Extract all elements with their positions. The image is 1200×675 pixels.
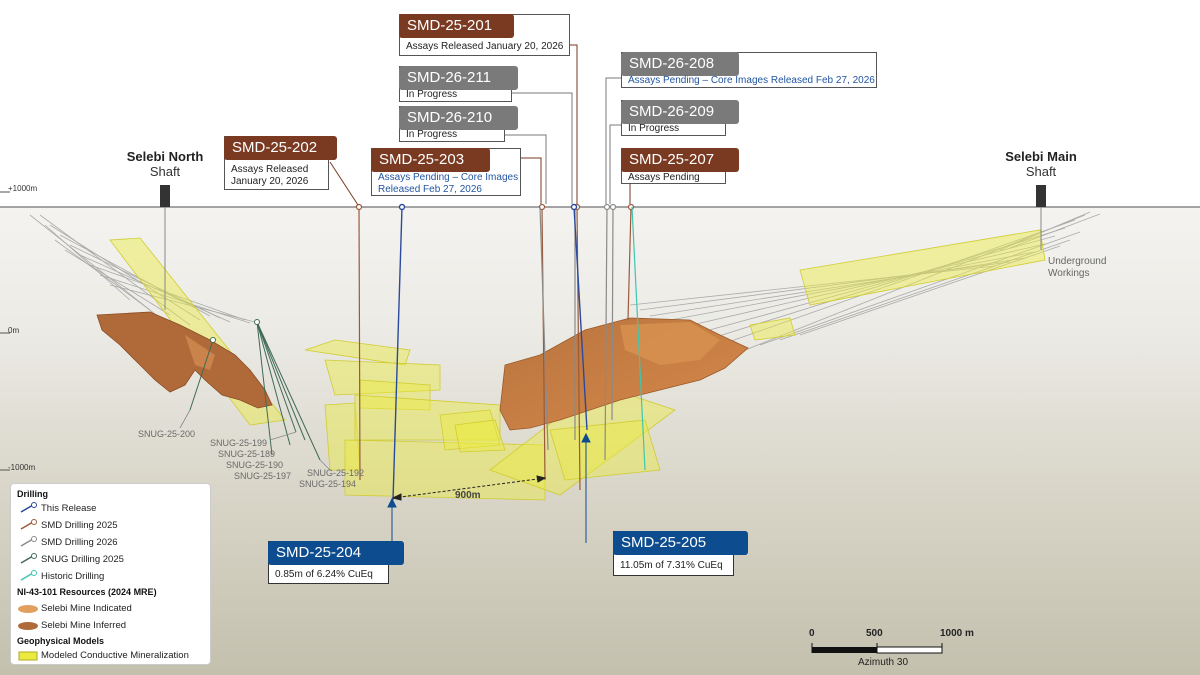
callout-smd-26-211: SMD-26-211 In Progress [399, 66, 518, 102]
selebi-main-subtitle: Shaft [1025, 164, 1057, 179]
elevation-top-label: +1000m [8, 184, 38, 193]
snug-label-192: SNUG-25-192 [307, 468, 365, 478]
callout-title: SMD-25-202 [224, 136, 337, 160]
legend-this-release: This Release [41, 503, 97, 514]
scale-bar-graphic [811, 643, 943, 654]
scale-label-500: 500 [866, 628, 883, 639]
legend-conductive-icon [18, 651, 38, 661]
scale-label-1000: 1000 m [940, 628, 974, 639]
callout-status: 11.05m of 7.31% CuEq [620, 560, 723, 571]
legend-resources-header: NI-43-101 Resources (2024 MRE) [17, 587, 157, 597]
underground-workings-north [29, 214, 256, 331]
legend-drilling-header: Drilling [17, 489, 48, 499]
legend: Drilling This Release SMD Drilling 2025 … [10, 483, 211, 665]
callout-title: SMD-26-211 [399, 66, 518, 90]
callout-status-line1: Assays Pending – Core Images [378, 172, 519, 183]
drillhole-smd-25-203 [538, 203, 546, 481]
callout-smd-25-207: SMD-25-207 Assays Pending [621, 148, 739, 184]
drillhole-historic [631, 206, 646, 471]
callout-smd-26-208: SMD-26-208 Assays Pending – Core Images … [621, 52, 877, 88]
legend-geo-header: Geophysical Models [17, 636, 105, 646]
callout-title: SMD-25-204 [268, 541, 404, 565]
callout-smd-25-204: SMD-25-204 0.85m of 6.24% CuEq [268, 541, 404, 584]
callout-status: Assays Pending [628, 172, 700, 183]
snug-label-199: SNUG-25-199 [210, 438, 268, 448]
drillhole-smd-26-209 [609, 203, 617, 421]
azimuth-label: Azimuth 30 [858, 657, 909, 668]
elevation-bottom-label: -1000m [8, 463, 36, 472]
distance-label: 900m [455, 490, 481, 501]
callout-status-line2: January 20, 2026 [231, 176, 309, 187]
selebi-north-subtitle: Shaft [149, 164, 181, 179]
callout-title: SMD-26-208 [621, 52, 739, 76]
legend-smd-2025: SMD Drilling 2025 [41, 520, 118, 531]
underground-workings-label: Underground Workings [1048, 256, 1107, 279]
snug-label-190: SNUG-25-190 [226, 460, 284, 470]
selebi-main-shaft-icon [1036, 185, 1046, 250]
legend-smd-2026-icon [20, 536, 37, 547]
drillhole-smd-25-204 [392, 203, 406, 501]
distance-900m-indicator [391, 475, 547, 501]
legend-snug-2025: SNUG Drilling 2025 [41, 554, 124, 565]
callout-status: In Progress [406, 89, 458, 100]
drillhole-smd-26-210 [539, 206, 549, 451]
callout-status: Assays Pending – Core Images Released Fe… [628, 75, 875, 86]
snug-label-200: SNUG-25-200 [138, 429, 196, 439]
legend-indicated-icon [18, 605, 38, 613]
callout-smd-25-205: SMD-25-205 11.05m of 7.31% CuEq [613, 531, 748, 576]
scale-label-0: 0 [809, 628, 815, 639]
legend-smd-2025-icon [20, 519, 37, 530]
selebi-main-title: Selebi Main [1005, 149, 1077, 164]
elevation-mid-label: 0m [8, 326, 20, 335]
callout-title: SMD-26-210 [399, 106, 518, 130]
legend-inferred-icon [18, 622, 38, 630]
callout-status-line2: Released Feb 27, 2026 [378, 184, 482, 195]
legend-smd-2026: SMD Drilling 2026 [41, 537, 118, 548]
blue-callout-leaders [387, 432, 591, 543]
selebi-north-shaft-icon [160, 185, 170, 310]
snug-label-197: SNUG-25-197 [234, 471, 292, 481]
legend-indicated: Selebi Mine Indicated [41, 603, 132, 614]
callout-title: SMD-25-207 [621, 148, 739, 172]
callout-status: In Progress [628, 123, 680, 134]
callout-smd-26-209: SMD-26-209 In Progress [621, 100, 739, 136]
callout-title: SMD-25-203 [371, 148, 490, 172]
legend-historic: Historic Drilling [41, 571, 105, 582]
legend-conductive: Modeled Conductive Mineralization [41, 650, 189, 661]
callout-status: 0.85m of 6.24% CuEq [275, 569, 373, 580]
callout-title: SMD-25-205 [613, 531, 748, 555]
drillhole-smd-25-205 [570, 203, 588, 431]
callout-leaders [329, 44, 631, 206]
callout-status-line1: Assays Released [231, 164, 309, 175]
drillhole-smd-26-208 [603, 203, 611, 461]
callout-smd-25-203: SMD-25-203 Assays Pending – Core Images … [371, 148, 521, 196]
callout-title: SMD-25-201 [399, 14, 514, 38]
callout-smd-25-202: SMD-25-202 Assays Released January 20, 2… [224, 136, 337, 190]
callout-status: In Progress [406, 129, 458, 140]
callout-smd-26-210: SMD-26-210 In Progress [399, 106, 518, 142]
drillholes-snug-2025 [189, 319, 321, 461]
selebi-north-title: Selebi North [126, 149, 204, 164]
callout-title: SMD-26-209 [621, 100, 739, 124]
legend-this-release-icon [20, 502, 37, 513]
snug-label-189: SNUG-25-189 [218, 449, 276, 459]
callout-status: Assays Released January 20, 2026 [406, 41, 564, 52]
legend-historic-icon [20, 570, 37, 581]
legend-snug-2025-icon [20, 553, 37, 564]
snug-label-194: SNUG-25-194 [299, 479, 357, 489]
callout-smd-25-201: SMD-25-201 Assays Released January 20, 2… [399, 14, 570, 56]
underground-workings-main [629, 211, 1101, 361]
legend-inferred: Selebi Mine Inferred [41, 620, 127, 631]
drillhole-smd-25-202 [355, 203, 363, 481]
